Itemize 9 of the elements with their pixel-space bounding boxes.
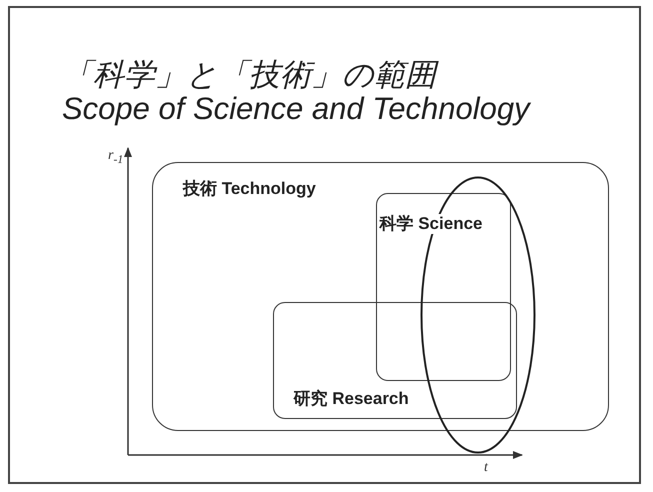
research-box xyxy=(272,302,516,418)
title: 「科学」と「技術」の範囲 Scope of Science and Technology xyxy=(62,58,532,126)
box-label: 研究 Research xyxy=(294,388,409,408)
box-label: 技術 Technology xyxy=(183,179,316,199)
box-label: 科学 Science xyxy=(380,214,482,234)
axis-label: t xyxy=(484,460,488,476)
axis-label: r$_{-1}$ xyxy=(108,148,124,166)
science-box xyxy=(376,192,510,380)
technology-box xyxy=(152,162,609,431)
